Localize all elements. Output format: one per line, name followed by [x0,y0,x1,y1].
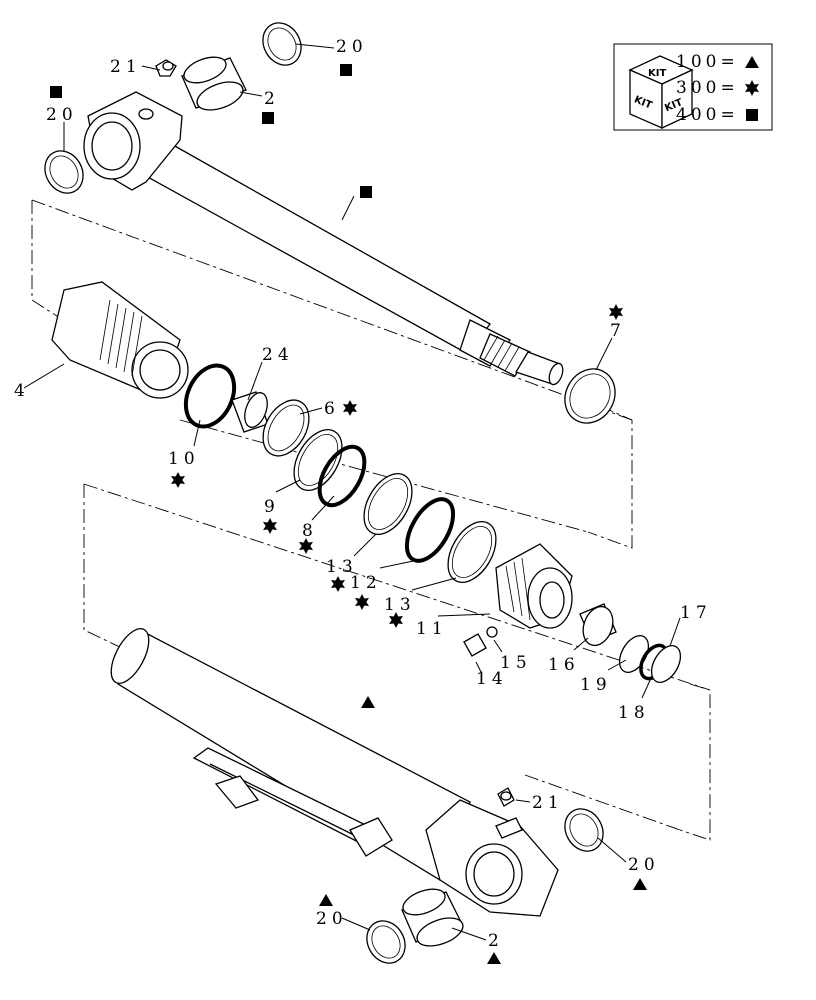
triangle-icon [633,878,647,890]
callout-2-bottom: 2 [488,931,504,951]
leader-lines [23,43,681,941]
o-ring-10 [183,363,237,429]
star-icon [609,304,623,320]
callout-21-top: 21 [110,57,142,77]
piston-rod [134,131,564,386]
callout-13-a: 13 [326,557,358,577]
set-screw-14 [463,633,487,657]
callouts: 20 21 2 20 4 24 10 6 7 9 8 13 12 13 11 1… [14,37,712,964]
callout-10: 10 [168,449,200,469]
ring-13-b [447,521,497,583]
square-icon [746,109,758,121]
ring-19 [618,635,650,673]
triangle-icon [361,696,375,708]
kit-cube-top-text: KIT [648,68,666,79]
callout-20-bottom-right: 20 [628,855,660,875]
o-ring-12 [404,497,456,563]
callout-4: 4 [14,381,30,401]
cylinder-barrel [110,628,471,881]
square-icon [262,112,274,124]
grease-fitting-bottom [497,787,515,807]
ring-6 [262,399,310,457]
callout-18: 18 [618,703,650,723]
ring-7 [564,368,616,424]
callout-17: 17 [680,603,712,623]
square-icon [360,186,372,198]
star-icon [331,576,345,592]
kit-legend-box [613,43,773,131]
star-icon [171,472,185,488]
callout-20-top: 20 [336,37,368,57]
assembly-lines [31,199,711,841]
callout-6: 6 [324,399,340,419]
callout-21-bottom: 21 [532,793,564,813]
star-icon [745,80,759,96]
star-icon [355,594,369,610]
callout-20-left: 20 [46,105,78,125]
ring-9 [293,429,343,491]
star-icon [343,400,357,416]
callout-14: 14 [476,669,508,689]
star-icon [263,518,277,534]
callout-19: 19 [580,675,612,695]
ring-20-top [262,22,302,66]
square-icon [50,86,62,98]
callout-9: 9 [264,497,280,517]
triangle-icon [487,952,501,964]
bushing-top [181,56,247,111]
callout-8: 8 [302,521,318,541]
rod-eye [83,91,183,191]
ring-20-bottom-right [564,808,604,852]
ring-13-a [363,473,413,535]
kit-entry-100: 100= [676,52,739,72]
callout-11: 11 [416,619,448,639]
triangle-icon [319,894,333,906]
callout-20-bottom-left: 20 [316,909,348,929]
callout-2-top: 2 [264,89,280,109]
gland-nut-4 [51,281,189,399]
kit-entry-300: 300= [676,78,739,98]
ring-20-left [44,150,84,194]
ring-20-bottom-left [366,920,406,964]
kit-entry-400: 400= [676,105,739,125]
ball-15 [486,626,498,638]
barrel-eye [425,799,559,917]
callout-15: 15 [500,653,532,673]
ring-17 [650,645,682,683]
bushing-bottom [401,888,464,947]
piston-11 [495,543,573,629]
square-icon [340,64,352,76]
callout-13-b: 13 [384,595,416,615]
triangle-icon [745,56,759,68]
bushing-16 [579,603,617,647]
callout-7: 7 [610,321,626,341]
o-ring-8 [317,444,367,508]
kit-legend: KIT KIT KIT 100= 300= 400= [613,43,773,131]
callout-12: 12 [350,573,382,593]
callout-16: 16 [548,655,580,675]
grease-fitting-top [155,59,177,77]
callout-24: 24 [262,345,294,365]
kit-cube-icon: KIT KIT KIT [628,55,694,130]
